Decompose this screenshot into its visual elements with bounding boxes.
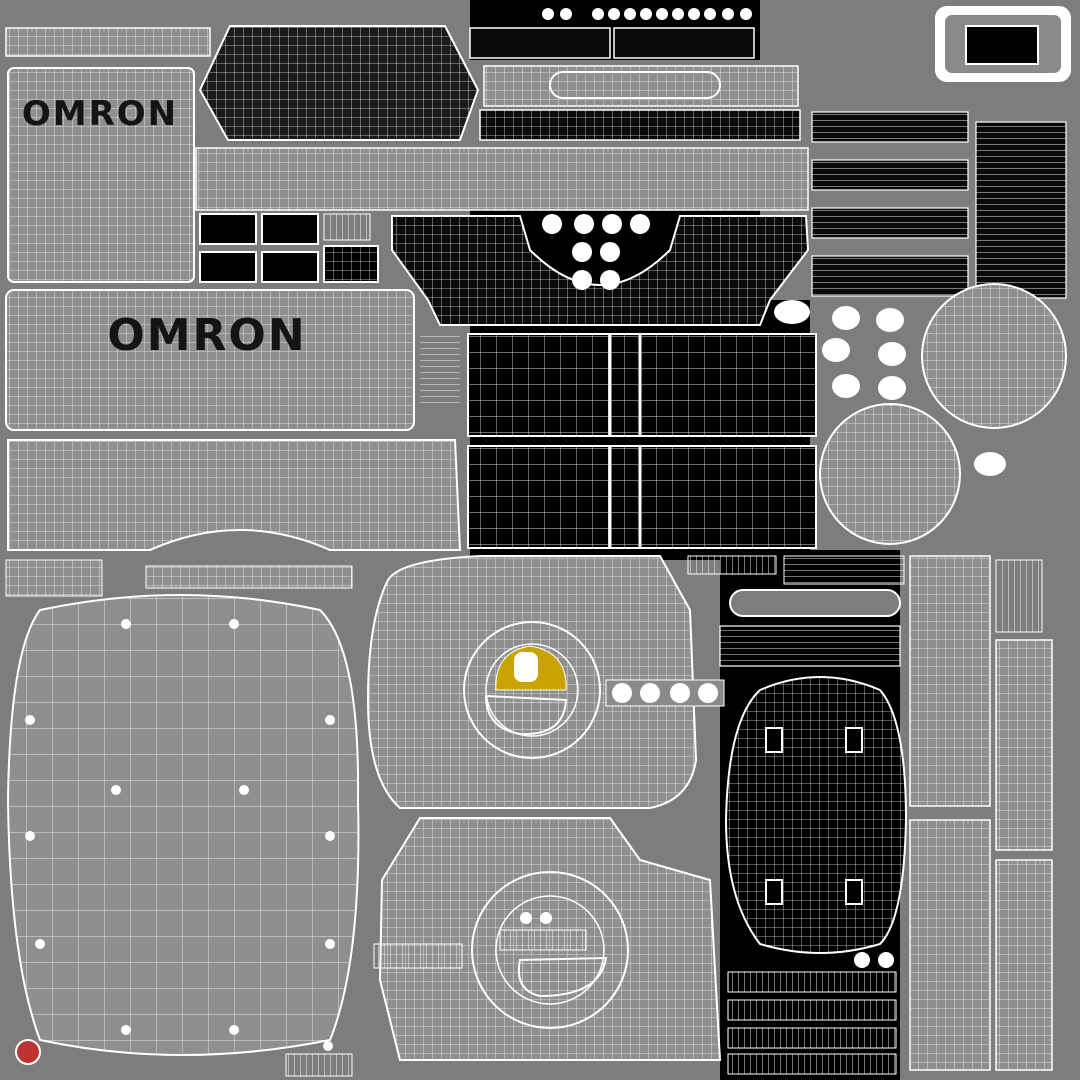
logo-text-side: OMRON	[107, 310, 306, 361]
cuff-shell-island	[724, 676, 908, 954]
bottom-stacked-strips	[285, 943, 897, 1077]
misc-small-islands	[15, 912, 894, 1065]
right-stacked-strips	[811, 111, 1067, 299]
base-plate-island	[6, 594, 360, 1056]
lower-housing-island	[378, 817, 722, 1061]
top-button-dots	[542, 8, 752, 20]
black-grid-panels	[420, 333, 817, 549]
clip-islands	[774, 300, 1006, 476]
middle-strips	[5, 555, 905, 667]
right-vertical-strips	[909, 555, 1053, 1071]
round-button-row	[605, 679, 725, 707]
pill-panel-island	[483, 65, 799, 107]
small-key-islands	[199, 213, 379, 283]
curved-band-island	[7, 439, 462, 551]
sphere-islands	[819, 283, 1067, 545]
top-trapezoid-island	[198, 25, 480, 141]
side-panel-island: OMRON	[5, 289, 415, 431]
top-strips	[5, 27, 809, 211]
logo-text-top: OMRON	[22, 94, 178, 134]
display-frame-island	[935, 6, 1071, 82]
front-panel-island: OMRON	[7, 67, 195, 283]
upper-housing-island	[366, 555, 698, 809]
battery-cover-island	[391, 214, 810, 326]
